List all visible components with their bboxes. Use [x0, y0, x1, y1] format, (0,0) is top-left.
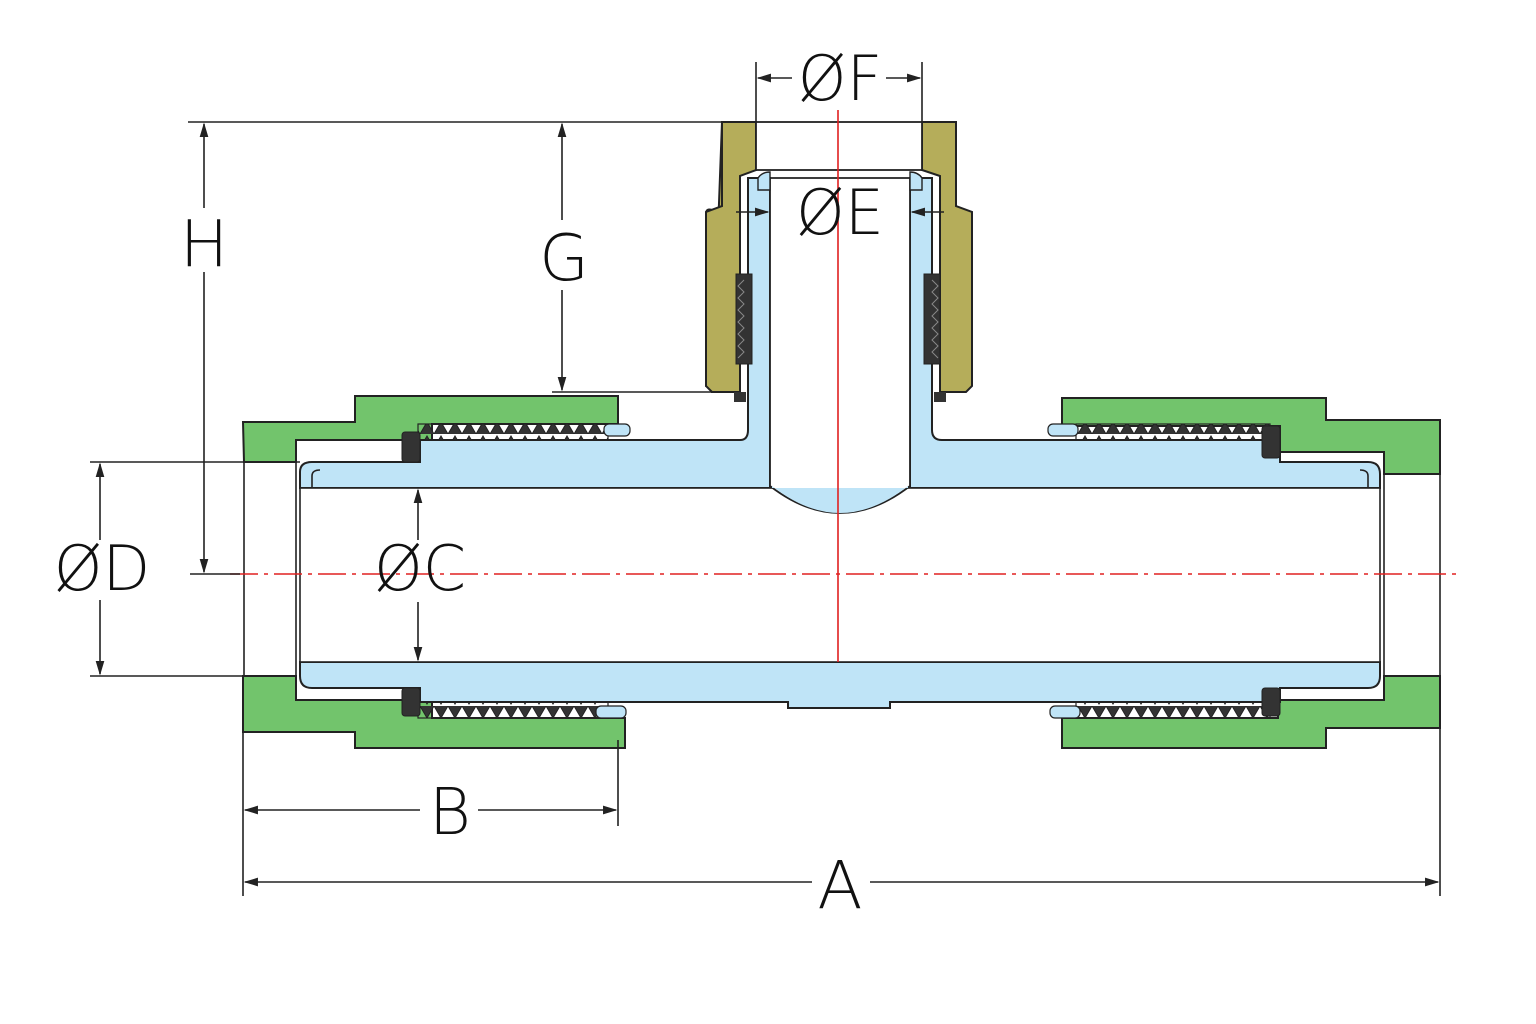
tee-body — [299, 177, 1381, 709]
label-e: ØE — [796, 176, 884, 249]
label-c: ØC — [374, 532, 466, 605]
label-h: H — [180, 208, 228, 282]
left-threads — [401, 423, 631, 719]
branch-insert — [705, 121, 973, 402]
label-b: B — [429, 776, 471, 850]
label-f: ØF — [798, 42, 882, 115]
label-d: ØD — [54, 532, 151, 605]
label-g: G — [539, 222, 589, 296]
right-threads — [1047, 423, 1281, 719]
dimension-labels: H G ØF ØE ØD ØC B A — [54, 42, 884, 924]
label-a: A — [817, 847, 862, 924]
centerlines — [230, 110, 1460, 662]
dimension-lines — [90, 62, 1441, 896]
